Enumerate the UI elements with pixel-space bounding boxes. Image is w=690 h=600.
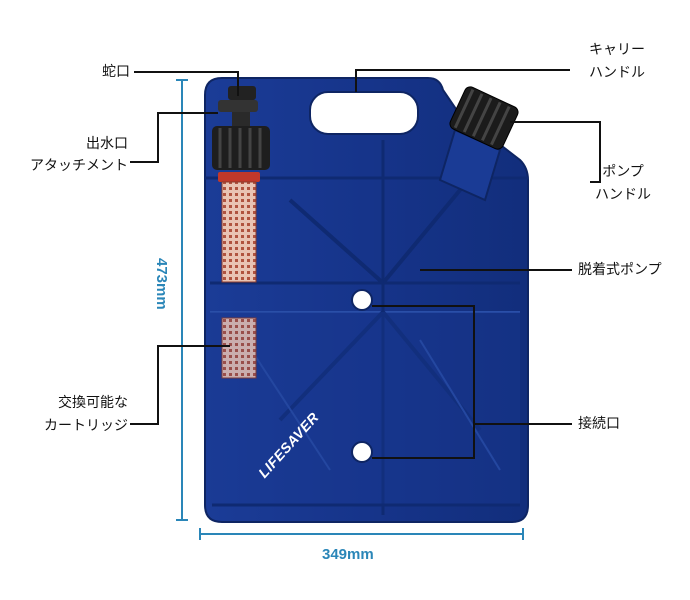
label-carry-line1: キャリー <box>589 42 645 58</box>
label-faucet: 蛇口 <box>102 64 130 80</box>
container-body <box>204 77 529 523</box>
label-pump-handle-line1: ポンプ <box>602 164 644 180</box>
label-outlet-line2: アタッチメント <box>30 158 128 174</box>
lower-connector <box>351 441 373 463</box>
label-cartridge-line2: カートリッジ <box>44 418 128 434</box>
width-dimension-label: 349mm <box>322 546 374 563</box>
faucet <box>218 86 258 126</box>
pump-handle <box>438 86 519 202</box>
label-cartridge-line1: 交換可能な <box>58 395 128 411</box>
leader-pump-handle <box>510 121 601 183</box>
label-outlet-line1: 出水口 <box>86 136 128 152</box>
label-pump-handle-line2: ハンドル <box>595 187 651 203</box>
carry-handle-opening <box>309 91 419 135</box>
leader-connector-lower <box>372 424 475 459</box>
label-connector: 接続口 <box>578 416 620 432</box>
height-dimension <box>176 79 188 521</box>
width-dimension <box>199 528 524 540</box>
label-detachable-pump: 脱着式ポンプ <box>578 262 662 278</box>
leader-connector <box>372 305 572 425</box>
leader-carry <box>355 69 570 92</box>
outlet-attachment <box>212 126 270 170</box>
leader-lines <box>130 69 601 459</box>
label-carry-line2: ハンドル <box>589 65 645 81</box>
leader-outlet <box>130 112 218 163</box>
height-dimension-label: 473mm <box>153 258 170 310</box>
replaceable-cartridge <box>218 172 260 379</box>
upper-connector <box>351 289 373 311</box>
leader-faucet <box>134 71 239 96</box>
leader-cartridge <box>130 345 230 425</box>
